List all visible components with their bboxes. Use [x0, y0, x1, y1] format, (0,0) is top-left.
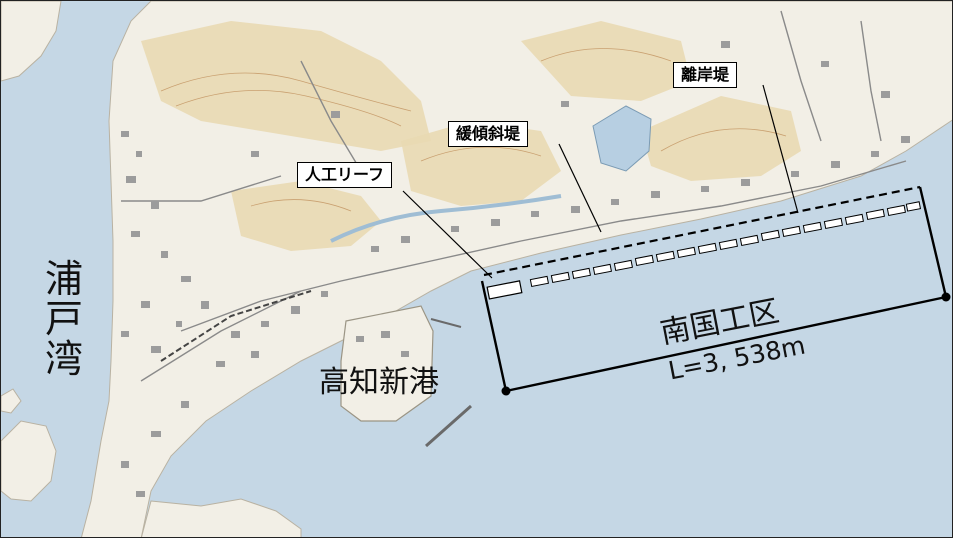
callout-artificial-reef: 人工リーフ	[297, 162, 393, 188]
new-port-land	[340, 305, 434, 422]
breakwater-segment	[676, 246, 696, 259]
section-corner-sw	[501, 386, 511, 396]
new-port-label: 高知新港	[319, 365, 439, 400]
port-breakwater	[425, 404, 472, 448]
breakwater-segment	[865, 208, 885, 221]
breakwater-segment	[634, 254, 654, 267]
inland-pond	[592, 105, 652, 172]
southern-cape	[141, 498, 302, 537]
breakwater-segment	[697, 242, 717, 255]
breakwater-segment	[718, 238, 738, 251]
southwest-islet	[1, 388, 22, 414]
artificial-reef-block	[486, 280, 523, 300]
breakwater-segment	[655, 250, 675, 263]
leader-gentle-slope-levee	[558, 143, 602, 233]
leader-artificial-reef	[402, 190, 493, 279]
breakwater-segment	[592, 263, 612, 276]
road-network	[121, 10, 907, 382]
breakwater-segment	[739, 234, 759, 247]
breakwater-segment	[781, 225, 801, 238]
western-land	[1, 1, 62, 82]
hill-area-5	[521, 21, 691, 101]
bay-label: 浦 戸 湾	[45, 257, 84, 381]
gentle-slope-levee-line	[483, 185, 921, 277]
breakwater-segment	[802, 221, 822, 234]
callout-gentle-slope-levee: 緩傾斜堤	[448, 121, 529, 147]
buildings	[121, 41, 910, 497]
breakwater-segment	[613, 259, 633, 272]
breakwater-segment	[823, 217, 843, 230]
contour-lines	[160, 48, 787, 212]
breakwater-segment	[905, 201, 922, 212]
hill-area-4	[641, 96, 801, 181]
breakwater-segment	[844, 213, 864, 226]
railway	[160, 290, 312, 362]
breakwater-segment	[550, 271, 570, 284]
hill-area-1	[141, 21, 431, 151]
port-breakwater-east	[430, 318, 462, 328]
western-island	[1, 420, 57, 502]
breakwater-segment	[760, 229, 780, 242]
breakwater-segment	[529, 275, 549, 288]
section-corner-se	[941, 292, 951, 302]
detached-breakwater-row	[529, 201, 922, 288]
leader-detached-breakwater	[762, 84, 799, 214]
callout-detached-breakwater: 離岸堤	[673, 62, 738, 88]
section-boundary	[480, 186, 948, 393]
breakwater-segment	[886, 204, 906, 217]
river	[330, 194, 562, 243]
breakwater-segment	[571, 267, 591, 280]
